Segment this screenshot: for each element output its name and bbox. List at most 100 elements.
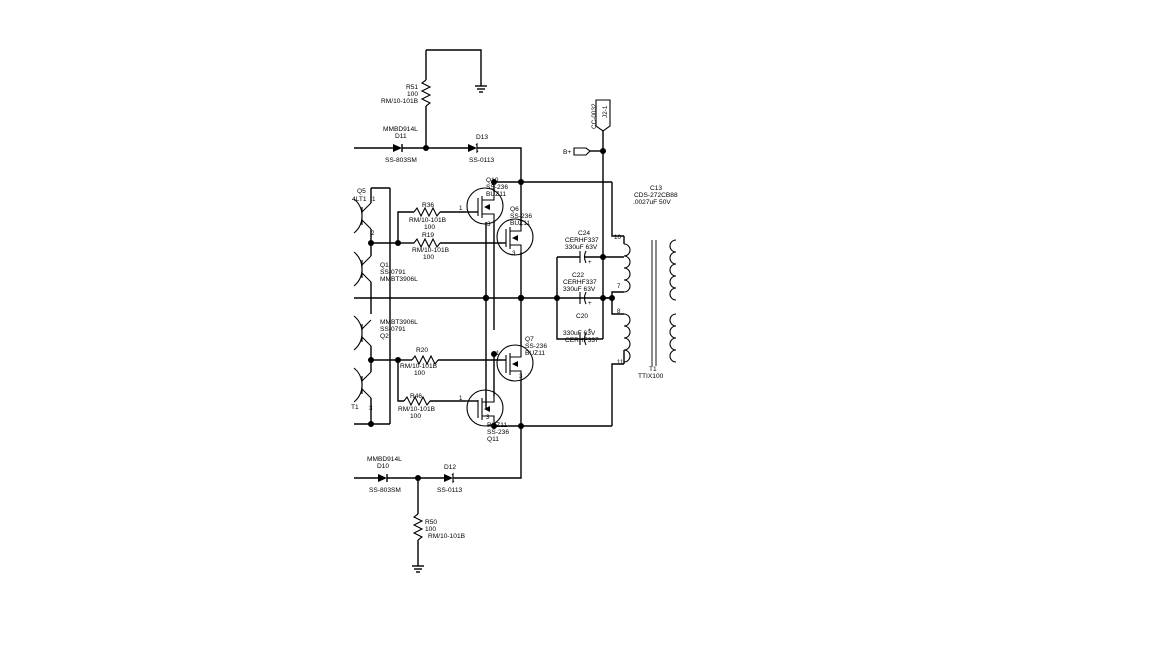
svg-text:SS-0791: SS-0791 [380, 269, 406, 276]
svg-text:R36: R36 [422, 202, 434, 209]
svg-text:MMBT3906L: MMBT3906L [380, 276, 418, 283]
svg-text:B+: B+ [563, 149, 571, 156]
svg-text:1: 1 [459, 395, 463, 402]
svg-text:SS-236: SS-236 [487, 429, 509, 436]
svg-text:Q11: Q11 [487, 436, 499, 443]
svg-text:D13: D13 [476, 134, 488, 141]
svg-text:D12: D12 [444, 464, 456, 471]
svg-text:RM/10-101B: RM/10-101B [409, 217, 447, 224]
svg-text:330uF 63V: 330uF 63V [563, 330, 596, 337]
svg-text:C22: C22 [572, 272, 584, 279]
svg-text:D10: D10 [377, 463, 389, 470]
svg-text:330uF 63V: 330uF 63V [563, 286, 596, 293]
r36-resistor: R36 RM/10-101B 100 [397, 202, 466, 243]
r51-resistor: R51 100 RM/10-101B [381, 49, 482, 148]
svg-text:100: 100 [410, 413, 421, 420]
c22-capacitor: C22 CERHF337 330uF 63V + [563, 272, 597, 307]
svg-text:J2-1: J2-1 [602, 105, 609, 118]
svg-text:T1: T1 [649, 366, 657, 373]
svg-text:C20: C20 [576, 313, 588, 320]
svg-text:SS-803SM: SS-803SM [369, 487, 401, 494]
svg-text:1: 1 [496, 350, 500, 357]
j2-connector: CC-0032 J2-1 [591, 99, 611, 132]
svg-text:100: 100 [423, 254, 434, 261]
svg-text:100: 100 [425, 526, 436, 533]
svg-text:3: 3 [519, 373, 523, 380]
svg-text:BUZ11: BUZ11 [525, 350, 545, 357]
svg-text:MMBD914L: MMBD914L [367, 456, 402, 463]
svg-text:100: 100 [424, 224, 435, 231]
t1-transistor: T1 3 [351, 367, 373, 424]
q5-transistor: Q5 4LT1 1 2 [352, 188, 376, 243]
svg-text:CC-0032: CC-0032 [591, 103, 598, 129]
svg-text:3: 3 [486, 414, 490, 421]
svg-text:RM/10-101B: RM/10-101B [400, 363, 438, 370]
svg-text:SS-0113: SS-0113 [469, 157, 495, 164]
svg-text:+: + [588, 327, 592, 334]
svg-text:3: 3 [512, 250, 516, 257]
svg-text:R50: R50 [425, 519, 437, 526]
svg-text:11: 11 [617, 359, 624, 366]
svg-text:D11: D11 [395, 133, 407, 140]
c13-capacitor-label: C13 CDS-272CB88 .0027uF 50V [633, 185, 678, 206]
svg-text:RM/10-101B: RM/10-101B [398, 406, 436, 413]
svg-text:4LT1: 4LT1 [352, 196, 367, 203]
svg-text:R19: R19 [422, 232, 434, 239]
svg-text:Q5: Q5 [357, 188, 366, 195]
svg-text:Q6: Q6 [510, 206, 519, 213]
svg-text:Q7: Q7 [525, 336, 534, 343]
svg-text:CERHF337: CERHF337 [565, 237, 599, 244]
q10-mosfet: Q10 SS-236 BUZ11 1 3 [459, 177, 508, 228]
svg-text:3: 3 [369, 405, 373, 412]
svg-text:CERHF337: CERHF337 [565, 337, 599, 344]
svg-text:8: 8 [617, 308, 621, 315]
r20-resistor: R20 RM/10-101B 100 [398, 347, 502, 377]
svg-text:100: 100 [414, 370, 425, 377]
q1-transistor: Q1 SS-0791 MMBT3906L [353, 251, 418, 298]
r46-resistor: R46 RM/10-101B 100 [397, 360, 466, 420]
svg-text:CDS-272CB88: CDS-272CB88 [634, 192, 678, 199]
svg-text:+: + [588, 259, 592, 266]
r19-resistor: R19 RM/10-101B 100 [398, 232, 502, 261]
q6-mosfet: Q6 SS-236 BUZ11 3 [496, 206, 534, 257]
svg-text:SS-0113: SS-0113 [437, 487, 463, 494]
svg-text:7: 7 [617, 283, 621, 290]
svg-text:Q2: Q2 [380, 333, 389, 340]
svg-text:BUZ11: BUZ11 [510, 220, 530, 227]
svg-text:TTIX100: TTIX100 [638, 373, 664, 380]
ground-symbol-bottom [412, 565, 424, 573]
svg-text:SS-236: SS-236 [486, 184, 508, 191]
q7-mosfet: Q7 SS-236 BUZ11 1 3 [496, 336, 547, 382]
svg-text:330uF 63V: 330uF 63V [565, 244, 598, 251]
svg-text:BUZ11: BUZ11 [486, 191, 506, 198]
svg-text:10: 10 [614, 234, 621, 241]
svg-text:Q1: Q1 [380, 262, 389, 269]
svg-text:2: 2 [371, 230, 375, 237]
svg-text:SS-236: SS-236 [510, 213, 532, 220]
svg-text:RM/10-101B: RM/10-101B [381, 98, 419, 105]
svg-text:.0027uF 50V: .0027uF 50V [633, 199, 671, 206]
svg-text:R46: R46 [410, 393, 422, 400]
svg-text:100: 100 [407, 91, 418, 98]
svg-text:C24: C24 [578, 230, 590, 237]
svg-text:SS-236: SS-236 [525, 343, 547, 350]
r50-resistor: R50 100 RM/10-101B [412, 478, 466, 566]
svg-text:T1: T1 [351, 404, 359, 411]
svg-text:R20: R20 [416, 347, 428, 354]
svg-text:MMBT3906L: MMBT3906L [380, 319, 418, 326]
svg-text:RM/10-101B: RM/10-101B [412, 247, 450, 254]
svg-text:R51: R51 [406, 84, 418, 91]
svg-text:Q10: Q10 [486, 177, 499, 184]
t1-transformer: 10 7 8 11 T1 TTIX100 [603, 234, 677, 380]
svg-text:MMBD914L: MMBD914L [383, 126, 418, 133]
svg-text:3: 3 [487, 221, 491, 228]
svg-text:SS-803SM: SS-803SM [385, 157, 417, 164]
c20-capacitor: C20 330uF 63V CERHF337 + [563, 313, 599, 346]
svg-text:CERHF337: CERHF337 [563, 279, 597, 286]
ground-symbol-top [475, 85, 487, 93]
svg-text:C13: C13 [650, 185, 662, 192]
svg-text:SS-0791: SS-0791 [380, 326, 406, 333]
svg-text:+: + [588, 300, 592, 307]
svg-text:1: 1 [372, 196, 376, 203]
